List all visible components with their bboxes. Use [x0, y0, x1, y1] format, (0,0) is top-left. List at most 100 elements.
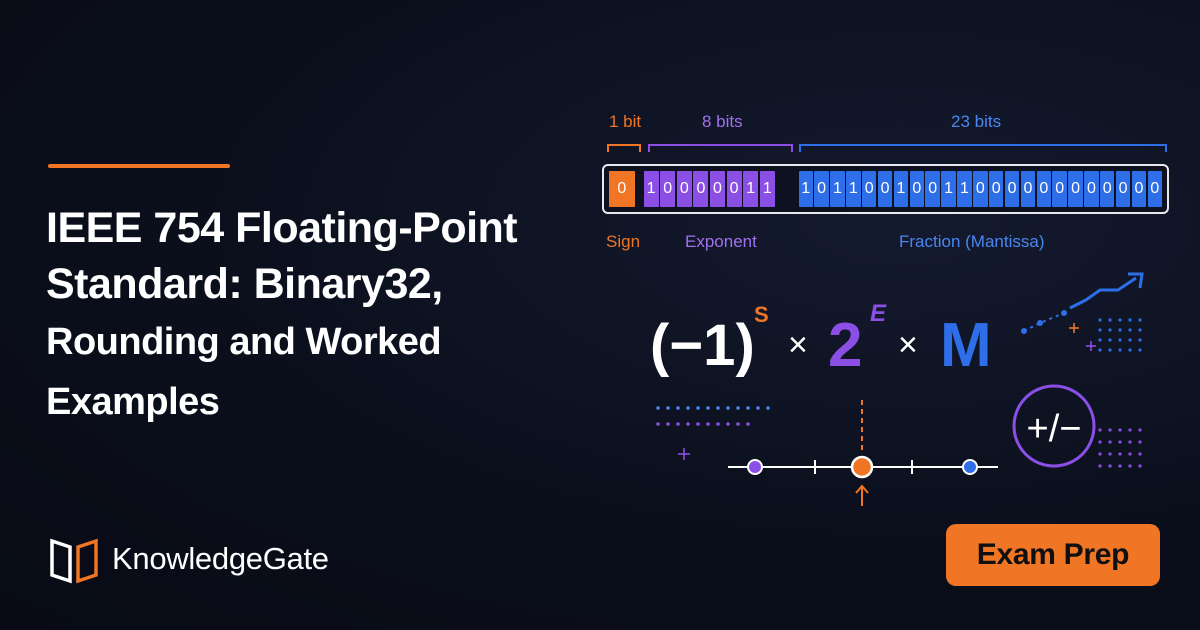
sign-label: Sign [606, 232, 641, 251]
decor-dot [1098, 464, 1102, 468]
fraction-bit: 1 [798, 171, 813, 207]
brand-name: KnowledgeGate [112, 541, 329, 576]
fraction-bit: 0 [988, 171, 1004, 207]
decor-dot [746, 422, 750, 426]
decor-dot [1138, 452, 1142, 456]
decor-dot [1108, 452, 1112, 456]
decor-dot [1118, 328, 1122, 332]
decor-dot [1138, 428, 1142, 432]
decor-dot [1138, 348, 1142, 352]
decor-dot [1118, 338, 1122, 342]
decor-dot [1118, 318, 1122, 322]
trend-chart-icon [1021, 272, 1144, 334]
decor-dot [1128, 452, 1132, 456]
formula-sign-exponent: S [754, 302, 769, 327]
decor-dot [1118, 428, 1122, 432]
open-book-logo-icon [50, 538, 98, 584]
decor-dot [726, 422, 730, 426]
exponent-bit: 0 [660, 171, 676, 207]
exponent-size-label: 8 bits [702, 112, 743, 131]
ieee-formula: (−1) S × 2 E × M [650, 300, 1010, 390]
decor-dot [1138, 338, 1142, 342]
decor-dot [1108, 338, 1112, 342]
fraction-bit: 0 [1084, 171, 1099, 207]
exponent-bit: 1 [759, 171, 775, 207]
decor-dot [1108, 428, 1112, 432]
decor-dot [666, 406, 670, 410]
fraction-bit: 0 [877, 171, 893, 207]
decor-dot [1128, 318, 1132, 322]
decor-dot [746, 406, 750, 410]
decor-dot [716, 422, 720, 426]
decor-dot [1108, 464, 1112, 468]
number-line [728, 400, 998, 506]
decor-dot [686, 422, 690, 426]
decor-dot [1098, 338, 1102, 342]
decor-dot [716, 406, 720, 410]
fraction-size-label: 23 bits [951, 112, 1002, 131]
decor-dot [726, 406, 730, 410]
decor-dot [1108, 348, 1112, 352]
exponent-bit: 1 [643, 171, 659, 207]
decor-dot [1128, 348, 1132, 352]
fraction-bit: 0 [909, 171, 925, 207]
title-line-3: Rounding and Worked Examples [46, 321, 442, 423]
decor-dot [1128, 338, 1132, 342]
formula-times-2: × [898, 326, 918, 364]
decor-dot [696, 422, 700, 426]
exponent-bit: 0 [676, 171, 692, 207]
decor-dot [1098, 318, 1102, 322]
decor-dot [766, 406, 770, 410]
fraction-bit: 1 [941, 171, 956, 207]
fraction-bit: 0 [814, 171, 829, 207]
decor-dot [1128, 428, 1132, 432]
formula-exponent: E [870, 300, 887, 327]
sign-size-label: 1 bit [609, 112, 642, 131]
fraction-bit: 0 [1147, 171, 1163, 207]
title-line-2: Standard: Binary32, [46, 260, 443, 308]
decor-dot [1098, 452, 1102, 456]
decor-dot [1118, 348, 1122, 352]
decor-dot [676, 422, 680, 426]
brand: KnowledgeGate [48, 533, 329, 585]
fraction-bit: 0 [1004, 171, 1020, 207]
decor-dot [1098, 440, 1102, 444]
sign-bit: 0 [609, 171, 635, 207]
decor-dot [1128, 328, 1132, 332]
fraction-bit: 0 [1131, 171, 1147, 207]
plus-minus-symbol: +/− [1027, 408, 1082, 450]
decor-dot [686, 406, 690, 410]
decor-dot [706, 422, 710, 426]
decor-dot [1128, 440, 1132, 444]
decor-dot [1138, 464, 1142, 468]
accent-line [48, 164, 230, 168]
decor-dot [1108, 318, 1112, 322]
fraction-bit: 1 [846, 171, 861, 207]
fraction-bit: 0 [861, 171, 877, 207]
decor-dot [696, 406, 700, 410]
fraction-bit: 0 [1036, 171, 1052, 207]
exponent-bit: 0 [693, 171, 709, 207]
formula-times-1: × [788, 326, 808, 364]
title-line-1: IEEE 754 Floating-Point [46, 204, 518, 252]
decor-dot [1118, 452, 1122, 456]
decor-dot [1118, 440, 1122, 444]
decor-dot [656, 422, 660, 426]
exponent-bit: 1 [743, 171, 759, 207]
decor-dot [756, 406, 760, 410]
decor-dot [1098, 428, 1102, 432]
sparkle-icon [1069, 323, 1079, 333]
fraction-bit: 0 [1020, 171, 1036, 207]
fraction-bit: 0 [1052, 171, 1067, 207]
decor-dot [666, 422, 670, 426]
fraction-bit: 1 [830, 171, 845, 207]
decor-dot [736, 406, 740, 410]
decor-dot [1138, 318, 1142, 322]
exam-prep-button[interactable]: Exam Prep [946, 524, 1160, 586]
decor-dot [656, 406, 660, 410]
decor-dot [1118, 464, 1122, 468]
decor-dot [736, 422, 740, 426]
exponent-label: Exponent [685, 232, 757, 251]
decor-dot [1098, 328, 1102, 332]
